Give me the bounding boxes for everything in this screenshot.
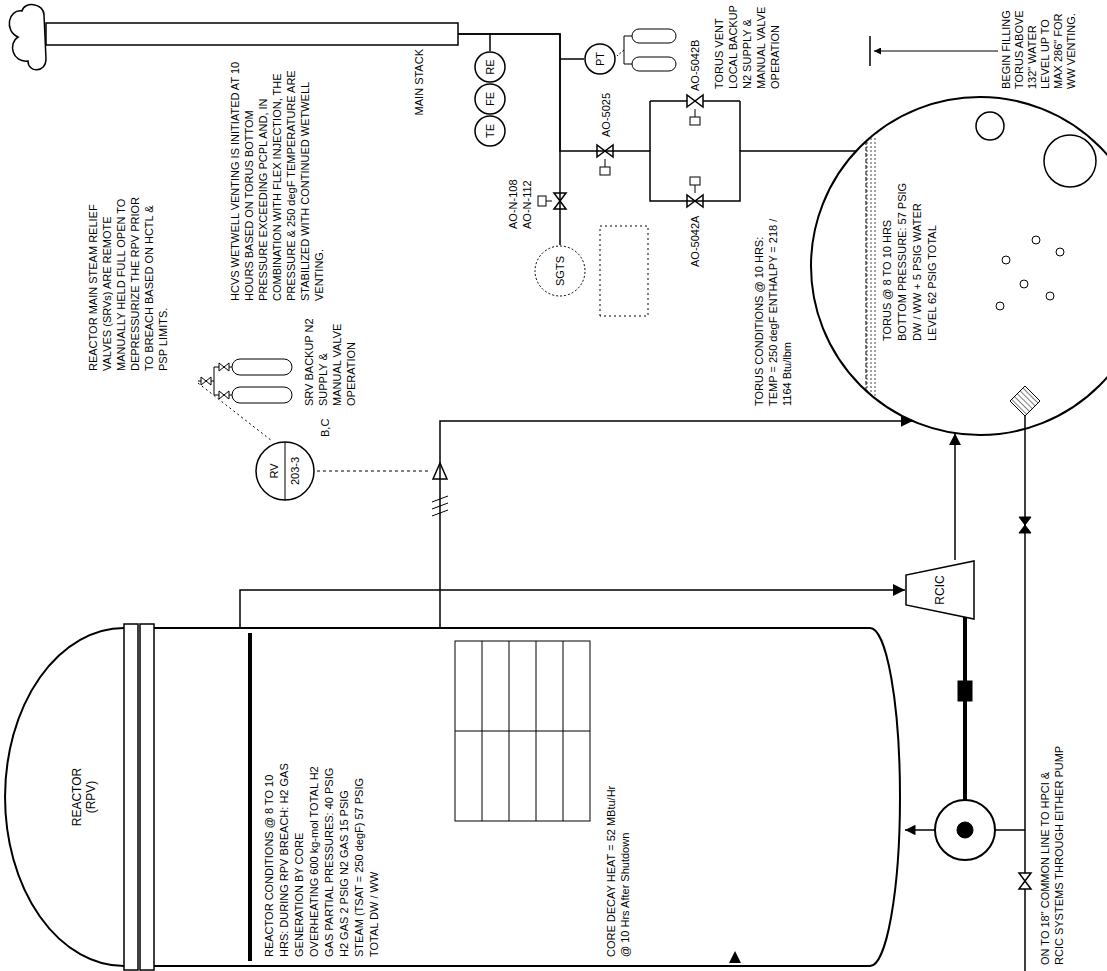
suction-header xyxy=(1019,517,1031,533)
vent-n2-bottles xyxy=(617,50,624,56)
pipe-connector xyxy=(954,433,956,560)
sgts-circle: SGTS xyxy=(534,245,586,297)
vent-valves xyxy=(739,101,741,151)
vent-valves xyxy=(695,185,696,193)
vent-valves xyxy=(560,58,584,60)
vent-valves xyxy=(490,34,740,316)
vent-valves xyxy=(538,196,546,206)
rcic-pump xyxy=(958,681,972,701)
pipe-connector xyxy=(458,34,856,201)
vent-valves xyxy=(690,177,700,185)
srv-n2-bottles xyxy=(198,359,292,441)
rcic-turbine: RCIC xyxy=(905,560,975,620)
srv-n2-bottles xyxy=(232,359,292,375)
suction-header xyxy=(1019,873,1031,889)
note-label: BEGIN FILLING TORUS ABOVE 132" WATER LEV… xyxy=(1000,3,1078,89)
node-text: RV xyxy=(267,441,281,501)
note-label: AO-5042B xyxy=(688,40,702,91)
note-label: AO-5042A xyxy=(688,216,702,267)
vent-valves xyxy=(605,159,606,167)
rcic-pump xyxy=(905,829,934,831)
pipe-connector xyxy=(240,590,905,627)
rcic-pump xyxy=(963,617,967,800)
instrument-bubble: PT xyxy=(584,43,616,75)
node-text: FE xyxy=(483,83,497,115)
node-text: RE xyxy=(483,51,497,83)
srv-n2-bottles xyxy=(219,363,229,371)
vent-valves xyxy=(546,201,552,202)
srv-valve xyxy=(317,463,448,516)
note-label: HCVS WETWELL VENTING IS INITIATED AT 10 … xyxy=(228,61,326,301)
relief-valve-tag: RV 203-3 xyxy=(255,441,315,501)
instrument-bubble: RE xyxy=(474,51,506,83)
vent-valves xyxy=(690,117,700,125)
pipe-connector xyxy=(458,34,560,245)
node-text: CORE DECAY HEAT = 52 MBtu/Hr @ 10 Hrs Af… xyxy=(604,782,632,957)
vent-n2-bottles xyxy=(624,36,632,37)
vent-valves xyxy=(600,167,610,175)
relief-valve-tag-outline xyxy=(255,441,315,501)
rcic-pump xyxy=(957,822,973,838)
water-level-pointer xyxy=(874,51,998,52)
water-level-pointer xyxy=(870,36,998,66)
water-level-pointer xyxy=(869,36,871,66)
note-label: SRV BACKUP N2 SUPPLY & MANUAL VALVE OPER… xyxy=(302,308,358,406)
srv-valve xyxy=(317,471,431,472)
node-text: PT xyxy=(593,43,607,75)
vent-n2-bottles xyxy=(624,64,632,65)
reactor-vessel: REACTOR (RPV) REACTOR CONDITIONS @ 8 TO 1… xyxy=(0,627,905,967)
note-label: AO-N-112 xyxy=(520,180,534,229)
node-text: REACTOR (RPV) xyxy=(70,757,98,837)
note-label: AO-N-108 xyxy=(506,179,520,229)
torus-wetwell: TORUS @ 8 TO 10 HRS BOTTOM PRESSURE: 57 … xyxy=(810,96,1107,436)
rcic-pump xyxy=(995,829,1025,831)
node-text: MAIN STACK xyxy=(412,49,426,131)
note-label: B,C xyxy=(318,419,332,437)
node-text: TE xyxy=(483,115,497,147)
srv-n2-bottles xyxy=(219,391,229,399)
vent-n2-bottles xyxy=(632,57,676,71)
vent-valves xyxy=(687,95,703,107)
node-text: SGTS xyxy=(553,245,567,297)
note-label: TORUS VENT LOCAL BACKUP N2 SUPPLY & MANU… xyxy=(712,3,782,89)
note-label: REACTOR MAIN STEAM RELIEF VALVES (SRVs) … xyxy=(86,181,170,371)
rcic-pump xyxy=(905,617,1025,860)
torus-wetwell-outline xyxy=(810,96,1107,436)
note-label: TORUS CONDITIONS @ 10 HRS: TEMP = 250 de… xyxy=(752,211,794,406)
srv-n2-bottles xyxy=(198,383,272,441)
node-text: REACTOR CONDITIONS @ 8 TO 10 HRS: DURING… xyxy=(262,757,382,957)
node-text: RCIC xyxy=(933,560,947,620)
note-label: ON TO 18" COMMON LINE TO HPCI & RCIC SYS… xyxy=(1038,745,1066,965)
vent-valves xyxy=(695,109,696,117)
suction-header xyxy=(1019,416,1031,971)
srv-n2-bottles xyxy=(201,377,211,385)
rcic-pump xyxy=(935,800,995,860)
vent-valves xyxy=(489,34,491,51)
reactor-vessel-outline xyxy=(0,627,905,967)
node-text: TORUS @ 8 TO 10 HRS BOTTOM PRESSURE: 57 … xyxy=(880,176,940,341)
vent-valves xyxy=(600,226,648,316)
instrument-bubble: TE xyxy=(474,115,506,147)
vent-valves xyxy=(649,101,651,151)
vent-n2-bottles xyxy=(617,29,676,71)
pipe-connector xyxy=(440,421,913,627)
note-label: AO-5025 xyxy=(599,93,613,137)
srv-n2-bottles xyxy=(232,387,292,403)
instrument-bubble: FE xyxy=(474,83,506,115)
node-text: 203-3 xyxy=(288,441,302,501)
vent-n2-bottles xyxy=(632,29,676,43)
